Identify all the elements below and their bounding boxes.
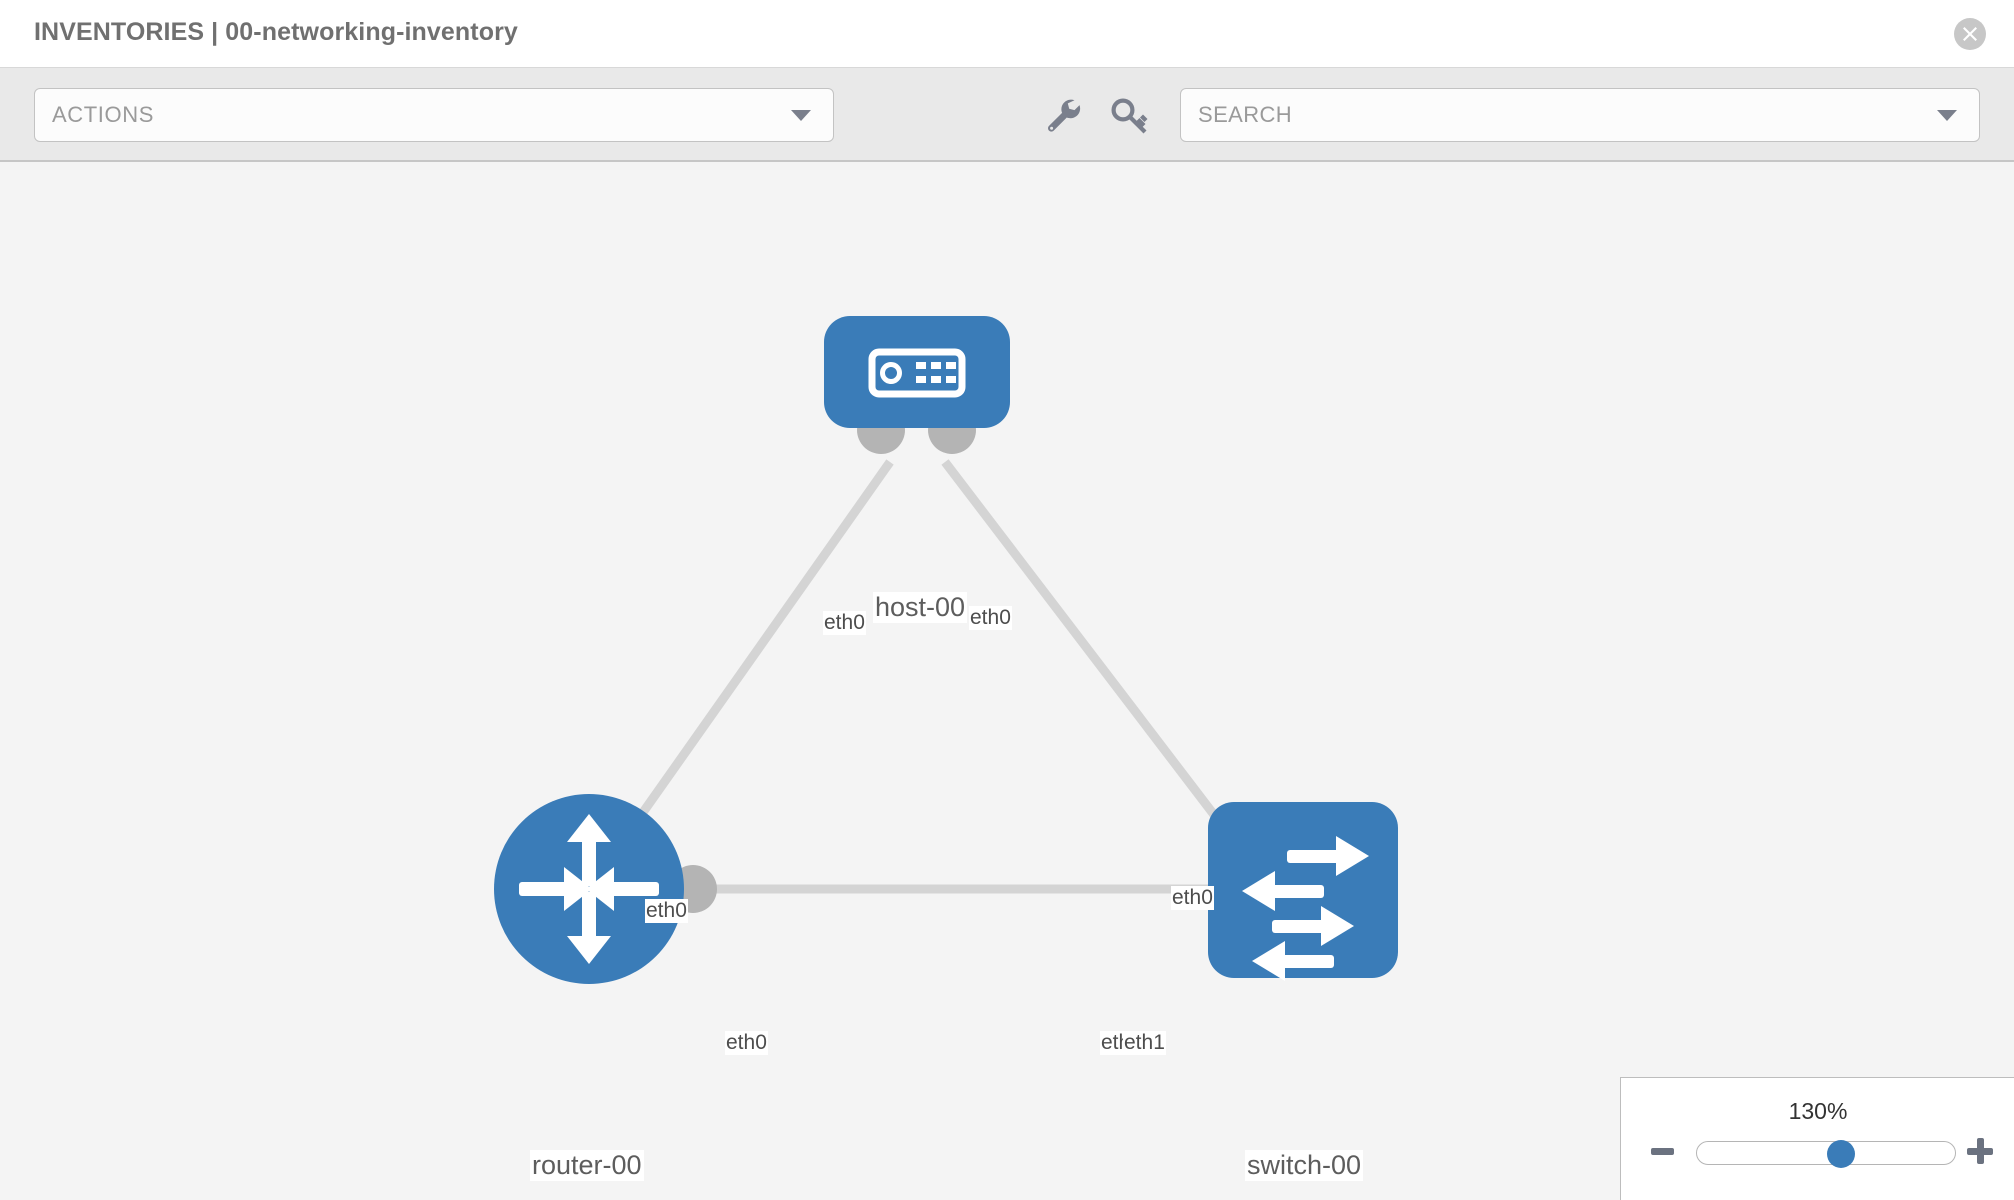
server-device-icon xyxy=(868,348,966,398)
toolbar: ACTIONS SEARCH xyxy=(0,68,2014,162)
node-switch-00[interactable] xyxy=(1208,802,1398,981)
search-input[interactable]: SEARCH xyxy=(1180,88,1980,142)
zoom-level-value: 130% xyxy=(1788,1098,1848,1124)
zoom-control-panel: 130% xyxy=(1620,1077,2014,1200)
node-label-switch-00: switch-00 xyxy=(1245,1150,1364,1182)
actions-dropdown-label: ACTIONS xyxy=(52,102,154,127)
node-label-router-00: router-00 xyxy=(530,1150,644,1182)
topology-graph xyxy=(494,316,1398,984)
interface-label-switch-uplink: eth0 xyxy=(1171,886,1214,911)
node-label-host-00: host-00 xyxy=(873,592,968,624)
chevron-down-icon[interactable] xyxy=(1937,110,1957,121)
node-host-00[interactable] xyxy=(824,316,1010,428)
zoom-slider-row xyxy=(1621,1134,2014,1174)
minus-icon[interactable] xyxy=(1651,1148,1674,1155)
interface-label-router-uplink: eth0 xyxy=(645,899,688,924)
topology-links xyxy=(585,459,1303,894)
page-title: INVENTORIES | 00-networking-inventory xyxy=(34,18,518,46)
wrench-icon[interactable] xyxy=(1043,96,1085,136)
actions-dropdown[interactable]: ACTIONS xyxy=(34,88,834,142)
interface-label-host-left: eth0 xyxy=(823,611,866,636)
topology-canvas[interactable]: eth0 eth0 eth0 eth0 eth0 eth0 eth1 host-… xyxy=(0,162,2014,1200)
key-icon[interactable] xyxy=(1110,96,1152,136)
zoom-slider[interactable] xyxy=(1696,1140,1956,1168)
interface-label-router-eth0: eth0 xyxy=(725,1031,768,1056)
page-header: INVENTORIES | 00-networking-inventory xyxy=(0,0,2014,68)
close-icon[interactable] xyxy=(1954,18,1986,50)
chevron-down-icon xyxy=(791,110,811,121)
switch-exchange-arrows-icon xyxy=(1242,836,1369,981)
zoom-slider-thumb[interactable] xyxy=(1827,1140,1855,1168)
search-placeholder: SEARCH xyxy=(1198,102,1293,127)
plus-icon[interactable] xyxy=(1967,1138,1993,1164)
router-four-arrows-icon xyxy=(519,814,659,964)
interface-label-host-right: eth0 xyxy=(969,606,1012,631)
link-host-switch[interactable] xyxy=(941,459,1254,865)
node-router-00[interactable] xyxy=(494,794,684,984)
interface-label-switch-eth1: eth1 xyxy=(1123,1031,1166,1056)
